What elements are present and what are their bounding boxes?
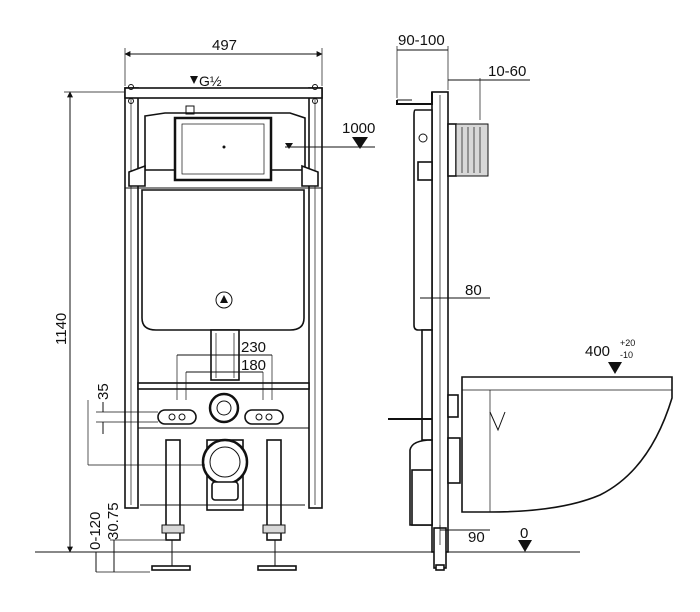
- flush-plate-opening: [173, 116, 273, 182]
- dim-bowl-tol-minus: -10: [620, 350, 633, 360]
- wall-hung-bowl: [461, 376, 673, 513]
- flush-plate-side: [447, 123, 457, 177]
- dim-bowl-height: 400: [585, 343, 610, 360]
- brand-logo-icon: [215, 291, 233, 309]
- water-connection: [208, 392, 240, 424]
- dim-bolt-inner: 180: [241, 357, 266, 374]
- cistern-tank: [141, 189, 305, 331]
- dim-foot-adjust: 0-120: [87, 512, 104, 550]
- dim-outlet-offset: 90: [468, 529, 485, 546]
- frame-right-rail: [308, 87, 323, 509]
- cross-bar: [137, 382, 310, 390]
- front-view: G½ 497 1140 1000 230 180 35: [53, 37, 375, 573]
- dim-foot-offset: 30.75: [105, 502, 122, 540]
- dim-frame-depth: 80: [465, 282, 482, 299]
- side-view: 90-100 10-60 80 400 +20 -10 90 0: [388, 32, 673, 571]
- dim-wall-cover: 10-60: [488, 63, 526, 80]
- frame-top-bar: [124, 87, 323, 99]
- dim-total-height: 1140: [53, 313, 70, 345]
- dim-frame-width: 497: [212, 37, 237, 54]
- dim-wall-depth: 90-100: [398, 32, 445, 49]
- dim-bolt-height: 35: [95, 383, 112, 400]
- bolt-slot-left: [157, 409, 197, 425]
- foot-left: [151, 565, 191, 571]
- dim-bolt-outer: 230: [241, 339, 266, 356]
- dim-floor-level: 0: [520, 525, 528, 542]
- dim-cistern-height: 1000: [342, 120, 375, 137]
- leg-right: [266, 439, 282, 541]
- bolt-slot-right: [244, 409, 284, 425]
- inlet-arrow-icon: [190, 76, 198, 84]
- floor-level-marker-icon: [518, 540, 532, 552]
- foot-right: [257, 565, 297, 571]
- side-cistern: [413, 109, 433, 331]
- dim-bowl-tol-plus: +20: [620, 338, 635, 348]
- frame-left-rail: [124, 87, 139, 509]
- water-inlet-label: G½: [199, 73, 222, 89]
